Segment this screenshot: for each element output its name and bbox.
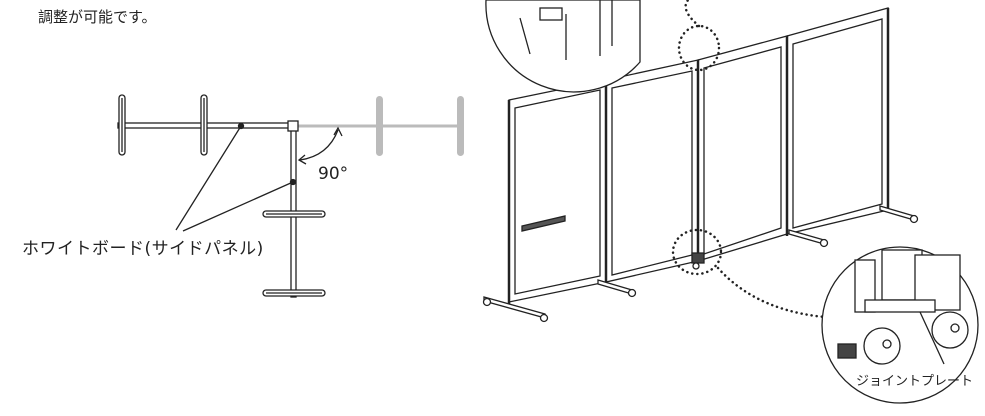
- zoom-detail-bottom: [821, 246, 979, 404]
- zoom-detail-top: [485, 0, 641, 93]
- corner-joint: [287, 120, 299, 132]
- caster-wheel-2: [931, 311, 969, 349]
- arc-arrow-bottom: [297, 154, 307, 165]
- callout-circle-top: [677, 24, 721, 72]
- top-caption: 調整が可能です。: [38, 8, 157, 26]
- whiteboard-side-panel-label: ホワイトボード(サイドパネル): [22, 239, 264, 259]
- perspective-panels: [482, 7, 919, 323]
- panel-front-2: [605, 59, 699, 283]
- panel-front-3: [697, 35, 788, 262]
- top-view-diagram: [117, 94, 464, 298]
- ghost-panel-position: [296, 96, 464, 156]
- leader-line-1: [175, 125, 242, 231]
- rotation-arc: [299, 129, 339, 161]
- caster-wheel-1: [863, 327, 901, 365]
- joint-plate-label: ジョイントプレート: [856, 374, 974, 389]
- arc-arrow-top: [333, 126, 343, 137]
- pen-tray: [521, 215, 566, 232]
- callout-circle-bottom: [671, 228, 723, 276]
- leader-line-2: [182, 181, 294, 232]
- angle-label: 90°: [318, 164, 349, 184]
- panel-front-1: [508, 79, 607, 303]
